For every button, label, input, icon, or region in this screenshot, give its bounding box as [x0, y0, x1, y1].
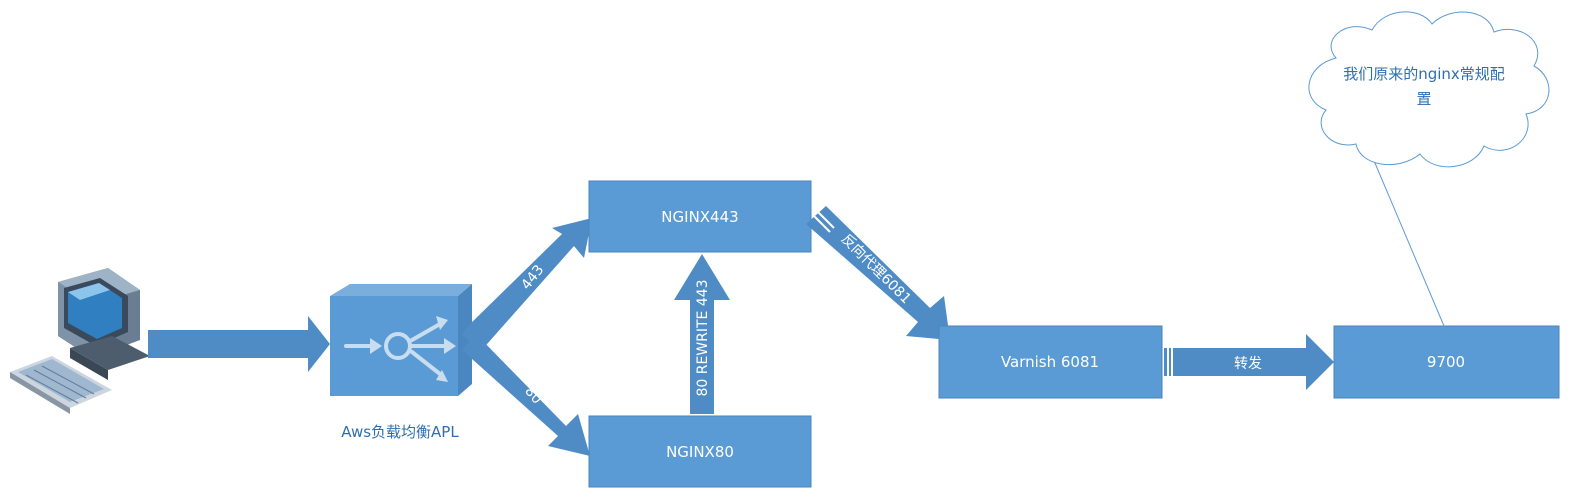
- edge-label-forward: 转发: [1234, 356, 1262, 372]
- callout-text-line2: 置: [1416, 90, 1431, 108]
- load-balancer-icon: [330, 284, 472, 396]
- nginx443-label: NGINX443: [661, 208, 738, 226]
- port-9700-box: [1333, 325, 1560, 399]
- edge-label-reverse-proxy: 反向代理6081: [838, 231, 914, 307]
- arrow-lb-to-nginx80: [462, 334, 590, 456]
- arrow-reverse-proxy: [806, 206, 950, 340]
- nginx80-label: NGINX80: [666, 443, 734, 461]
- callout-text-line1: 我们原来的nginx常规配: [1343, 65, 1505, 83]
- nginx80-box: [588, 415, 812, 488]
- arrow-rewrite: [674, 254, 730, 414]
- computer-icon: [10, 268, 150, 414]
- callout-cloud: [1308, 11, 1550, 168]
- edge-label-rewrite: 80 REWRITE 443: [695, 279, 711, 396]
- callout-line: [1371, 155, 1445, 327]
- arrow-computer-to-lb: [148, 316, 330, 372]
- arrow-lb-to-nginx443: [462, 218, 592, 352]
- arrow-forward: [1164, 334, 1334, 390]
- port-9700-label: 9700: [1427, 353, 1465, 371]
- varnish-box: [938, 325, 1163, 399]
- load-balancer-label: Aws负载均衡APL: [341, 423, 459, 441]
- nginx443-box: [588, 180, 812, 253]
- varnish-label: Varnish 6081: [1001, 353, 1099, 371]
